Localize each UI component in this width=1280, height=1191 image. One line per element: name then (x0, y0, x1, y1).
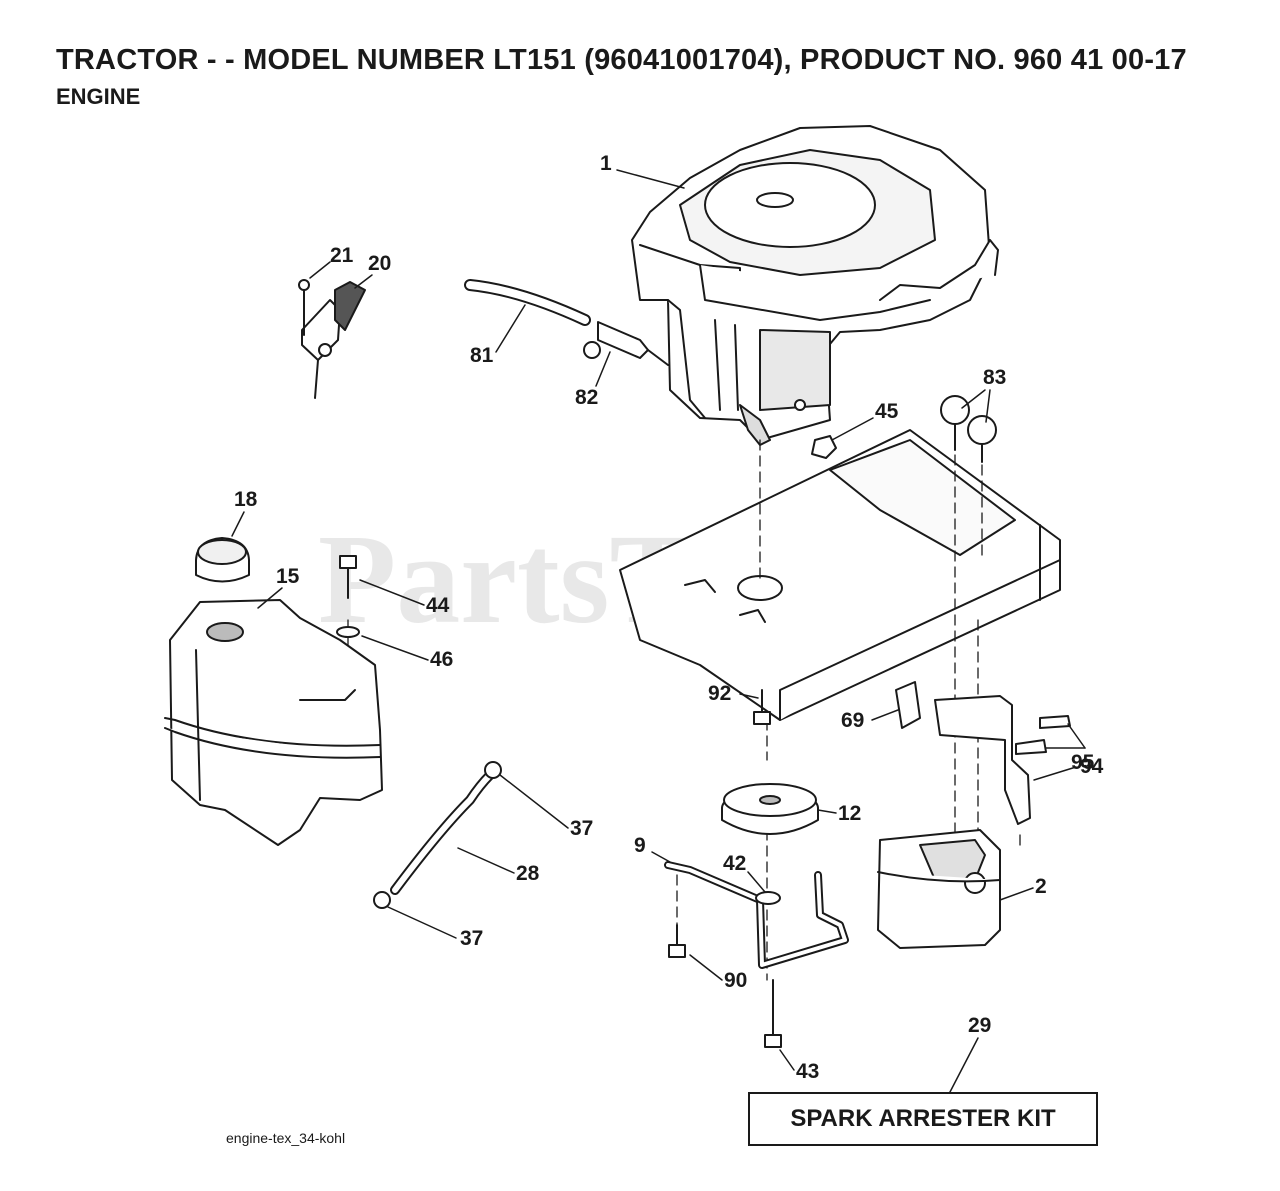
fuel-hose-inner (392, 772, 493, 893)
callout-83: 83 (983, 366, 1006, 389)
leader-line (495, 304, 526, 353)
screw-part[interactable] (339, 555, 357, 599)
callout-2: 2 (1035, 875, 1047, 898)
flange-bolts-part[interactable] (940, 395, 997, 463)
leader-line (747, 871, 766, 893)
callout-82: 82 (575, 386, 598, 409)
callout-95: 95 (1071, 751, 1095, 774)
drawing-reference: engine-tex_34-kohl (226, 1130, 346, 1146)
leader-line (985, 389, 991, 423)
callout-94: 94 (1080, 755, 1104, 778)
leader-line (831, 417, 874, 441)
washer-part[interactable] (755, 891, 781, 905)
leader-line (1033, 766, 1077, 781)
fuel-cap-part[interactable] (195, 537, 250, 583)
callout-81: 81 (470, 344, 494, 367)
callout-42: 42 (723, 852, 746, 875)
fuel-tank-part[interactable] (164, 599, 383, 846)
hose-clamp-part[interactable] (484, 761, 502, 779)
leader-line (779, 1049, 795, 1071)
callout-20: 20 (368, 252, 391, 275)
leader-line (309, 261, 331, 279)
bolt-part[interactable] (753, 689, 771, 725)
fuel-fitting-part[interactable] (583, 321, 669, 366)
callout-69: 69 (841, 709, 864, 732)
leader-line (871, 709, 899, 721)
leader-line (457, 847, 515, 874)
callout-15: 15 (276, 565, 300, 588)
gasket-part[interactable] (895, 681, 921, 729)
leader-line (499, 774, 569, 829)
spark-arrester-kit-label[interactable]: SPARK ARRESTER KIT (748, 1092, 1098, 1146)
page-title: TRACTOR - - MODEL NUMBER LT151 (96041001… (56, 44, 1187, 76)
section-subtitle: ENGINE (56, 84, 141, 109)
callout-45: 45 (875, 400, 899, 423)
belt-guide-inner (666, 863, 847, 967)
leader-line (257, 587, 283, 609)
leader-line (817, 809, 837, 814)
callout-12: 12 (838, 802, 861, 825)
fuel-line-inner (466, 281, 589, 324)
leader-line (359, 579, 425, 606)
callout-29: 29 (968, 1014, 991, 1037)
callout-18: 18 (234, 488, 258, 511)
hose-clamp-part[interactable] (373, 891, 391, 909)
leader-line (739, 693, 759, 699)
callout-21: 21 (330, 244, 354, 267)
leader-line (354, 274, 373, 289)
callout-9: 9 (634, 834, 646, 857)
pulley-part[interactable] (721, 783, 819, 835)
callout-90: 90 (724, 969, 747, 992)
leader-line (689, 954, 723, 981)
bolt-part[interactable] (668, 924, 686, 958)
leader-line (651, 851, 671, 863)
callout-37-upper: 37 (570, 817, 593, 840)
nut-part[interactable] (811, 435, 837, 459)
callout-1: 1 (600, 152, 612, 175)
exhaust-pipe-part[interactable] (934, 695, 1031, 825)
leader-line (595, 351, 611, 387)
leader-line (361, 635, 429, 661)
callout-37-lower: 37 (460, 927, 483, 950)
leader-line (961, 389, 986, 409)
bolt-part[interactable] (764, 979, 782, 1048)
washer-part[interactable] (336, 626, 360, 638)
callout-43: 43 (796, 1060, 819, 1083)
throttle-control-part[interactable] (298, 279, 366, 399)
leader-line (1067, 723, 1086, 749)
callout-28: 28 (516, 862, 540, 885)
leader-line (231, 511, 245, 537)
exhaust-bolts-part[interactable] (1015, 715, 1071, 755)
engine-part[interactable] (631, 125, 999, 446)
callout-44: 44 (426, 594, 450, 617)
leader-line (949, 1037, 979, 1093)
frame-plate-part[interactable] (619, 429, 1061, 721)
leader-line (616, 169, 685, 189)
callout-92: 92 (708, 682, 731, 705)
leader-line (387, 906, 457, 939)
leader-line (999, 887, 1034, 901)
muffler-part[interactable] (877, 829, 1001, 949)
callout-46: 46 (430, 648, 453, 671)
